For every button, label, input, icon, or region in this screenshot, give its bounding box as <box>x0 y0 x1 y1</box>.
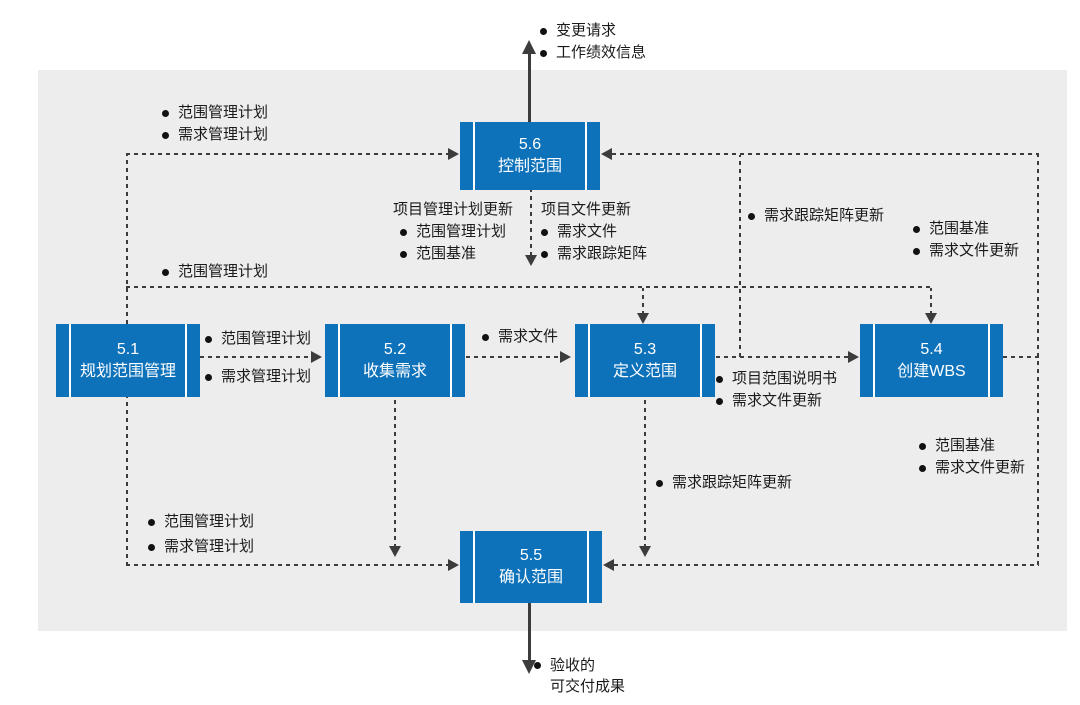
edge-56-output-up <box>528 53 531 122</box>
label-accepted-line1: 验收的 <box>550 657 596 674</box>
label-change-request: 变更请求 <box>540 21 616 41</box>
label-accepted-line2: 可交付成果 <box>550 678 626 695</box>
process-code: 5.4 <box>920 340 943 358</box>
label-req-mgmt-plan: 需求管理计划 <box>162 125 268 145</box>
label-work-performance-info: 工作绩效信息 <box>540 43 646 63</box>
arrowhead-into-53 <box>560 351 571 363</box>
edge-52-down-to-55 <box>394 397 396 548</box>
arrowhead-56-output <box>525 255 537 266</box>
arrowhead-into-55-right <box>603 559 614 571</box>
bullet-icon <box>534 662 541 669</box>
edge-right-to-56 <box>612 153 1039 155</box>
arrowhead-52-onto-55-line <box>389 546 401 557</box>
arrowhead-into-54 <box>848 351 859 363</box>
process-code: 5.5 <box>519 547 543 564</box>
process-box-5-3: 5.3 定义范围 <box>575 324 715 397</box>
process-box-5-4: 5.4 创建WBS <box>860 324 1003 397</box>
label-req-mgmt-plan: 需求管理计划 <box>148 537 254 557</box>
edge-54-out-right <box>1003 356 1039 358</box>
edge-55-output-down <box>528 603 531 661</box>
label-req-docs-update: 需求文件更新 <box>919 458 1025 478</box>
process-box-5-6: 5.6 控制范围 <box>460 122 600 190</box>
label-req-trace-matrix: 需求跟踪矩阵 <box>541 244 647 264</box>
label-req-docs-update: 需求文件更新 <box>716 391 822 411</box>
process-code: 5.6 <box>518 136 542 153</box>
process-name: 规划范围管理 <box>79 362 176 380</box>
label-scope-mgmt-plan: 范围管理计划 <box>148 512 254 532</box>
arrowhead-into-55-left <box>448 559 459 571</box>
edge-51-to-56 <box>126 153 448 155</box>
edge-right-to-55 <box>614 564 1039 566</box>
process-code: 5.3 <box>633 340 657 358</box>
arrowhead-into-53-top <box>637 313 649 324</box>
process-name: 创建WBS <box>897 362 966 380</box>
edge-53-down-to-55 <box>644 397 646 548</box>
edge-51-to-52 <box>200 356 312 358</box>
label-accepted-deliverables: 验收的 可交付成果 <box>534 655 625 697</box>
label-req-trace-matrix-update: 需求跟踪矩阵更新 <box>656 473 792 493</box>
edge-right-riser <box>1037 155 1039 565</box>
process-box-5-2: 5.2 收集需求 <box>325 324 465 397</box>
edge-drop-into-53 <box>642 288 644 315</box>
label-req-docs: 需求文件 <box>541 222 617 242</box>
label-req-docs-update: 需求文件更新 <box>913 241 1019 261</box>
label-scope-baseline: 范围基准 <box>400 244 476 264</box>
process-code: 5.1 <box>116 340 140 358</box>
label-scope-mgmt-plan: 范围管理计划 <box>162 262 268 282</box>
arrowhead-into-56-right <box>601 148 612 160</box>
edge-56-output-down <box>530 190 532 256</box>
label-req-mgmt-plan: 需求管理计划 <box>205 367 311 387</box>
process-name: 收集需求 <box>362 362 427 380</box>
process-box-5-5: 5.5 确认范围 <box>460 531 602 603</box>
label-req-docs: 需求文件 <box>482 327 558 347</box>
process-code: 5.2 <box>383 340 407 358</box>
process-name: 确认范围 <box>498 569 563 586</box>
edge-51-to-53-54 <box>126 286 932 288</box>
edge-53-to-54 <box>716 356 849 358</box>
label-req-trace-matrix-update: 需求跟踪矩阵更新 <box>748 206 884 226</box>
process-box-5-1: 5.1 规划范围管理 <box>56 324 200 397</box>
arrowhead-55-down <box>522 660 536 674</box>
process-name: 控制范围 <box>497 158 562 175</box>
process-name: 定义范围 <box>612 362 677 380</box>
label-pm-plan-updates-title: 项目管理计划更新 <box>393 201 514 218</box>
arrowhead-into-52 <box>311 351 322 363</box>
label-project-scope-statement: 项目范围说明书 <box>716 369 837 389</box>
label-scope-mgmt-plan: 范围管理计划 <box>400 222 506 242</box>
edge-51-to-55 <box>126 564 448 566</box>
edge-51-down <box>126 397 128 566</box>
edge-53-up-to-56 <box>739 155 741 357</box>
label-scope-mgmt-plan: 范围管理计划 <box>162 103 268 123</box>
label-scope-baseline: 范围基准 <box>919 436 995 456</box>
label-scope-mgmt-plan: 范围管理计划 <box>205 329 311 349</box>
arrowhead-56-up <box>522 40 536 54</box>
edge-drop-into-54 <box>930 288 932 315</box>
edge-51-up <box>126 153 128 324</box>
label-scope-baseline: 范围基准 <box>913 219 989 239</box>
label-doc-updates-title: 项目文件更新 <box>541 201 632 218</box>
edge-52-to-53 <box>466 356 561 358</box>
arrowhead-into-54-top <box>925 313 937 324</box>
arrowhead-53-onto-55-line <box>639 546 651 557</box>
arrowhead-into-56-left <box>448 148 459 160</box>
